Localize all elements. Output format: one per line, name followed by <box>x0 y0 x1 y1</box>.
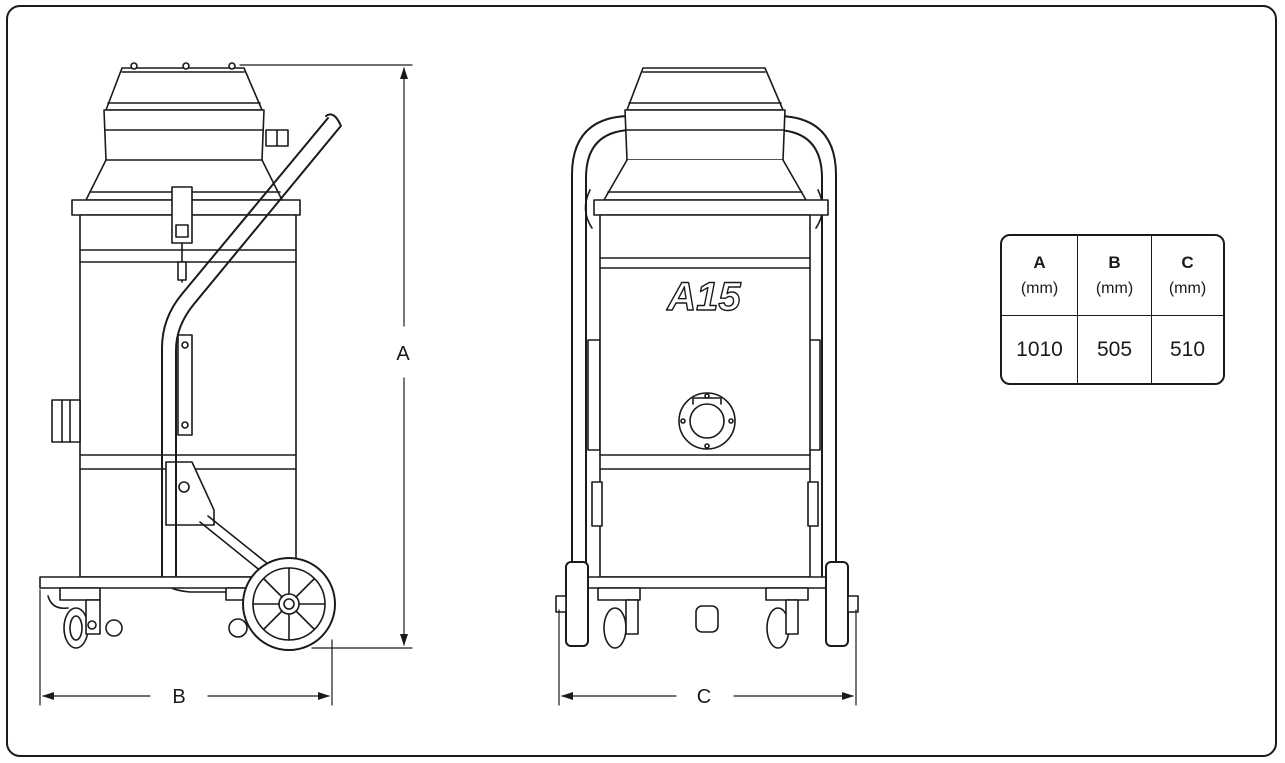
side-view-top-cap <box>105 62 263 111</box>
front-view-base <box>587 576 827 589</box>
front-view-caster-right <box>765 587 809 649</box>
dimension-a-line <box>239 64 413 649</box>
dimension-b-line <box>39 589 333 706</box>
front-view-wheel-left <box>555 561 589 647</box>
side-view-bracket <box>165 461 215 526</box>
dimensions-table: A (mm) B (mm) C (mm) 1010 505 510 <box>1000 234 1225 385</box>
model-name-label: A15 <box>666 275 741 319</box>
table-value-b-text: 505 <box>1096 337 1133 361</box>
table-header-b-letter: B <box>1108 252 1121 272</box>
front-view-fitting-left <box>591 481 603 527</box>
side-view-latch <box>171 186 193 283</box>
front-view: A15 <box>555 67 859 649</box>
side-view-wheel <box>242 557 336 651</box>
table-value-b: 505 <box>1078 316 1152 383</box>
table-header-b-unit: (mm) <box>1095 279 1134 297</box>
front-view-top-cap <box>626 67 784 111</box>
table-header-c-letter: C <box>1181 252 1194 272</box>
table-value-a-text: 1010 <box>1016 337 1063 361</box>
front-view-inlet-flange <box>678 392 736 450</box>
front-view-caster-center <box>695 605 719 633</box>
side-view-caster-front <box>47 587 123 649</box>
dimension-c-line <box>558 609 857 706</box>
front-view-motor-housing <box>603 109 807 201</box>
side-view <box>39 62 342 651</box>
side-view-plate <box>177 334 193 436</box>
dimension-c-label: C <box>697 686 711 708</box>
table-header-a-unit: (mm) <box>1020 279 1059 297</box>
dimension-a-label: A <box>396 343 410 365</box>
front-view-fitting-right <box>807 481 819 527</box>
table-header-a: A (mm) <box>1002 236 1078 316</box>
table-header-a-letter: A <box>1033 252 1046 272</box>
table-header-c: C (mm) <box>1152 236 1223 316</box>
side-view-inlet <box>51 399 81 443</box>
front-view-caster-left <box>597 587 641 649</box>
table-value-c-text: 510 <box>1169 337 1206 361</box>
table-header-c-unit: (mm) <box>1168 279 1207 297</box>
dimension-b-label: B <box>172 686 185 708</box>
table-value-a: 1010 <box>1002 316 1078 383</box>
table-value-c: 510 <box>1152 316 1223 383</box>
front-view-wheel-right <box>825 561 859 647</box>
table-header-b: B (mm) <box>1078 236 1152 316</box>
drawing-frame <box>6 5 1277 757</box>
front-view-collar <box>593 199 829 216</box>
